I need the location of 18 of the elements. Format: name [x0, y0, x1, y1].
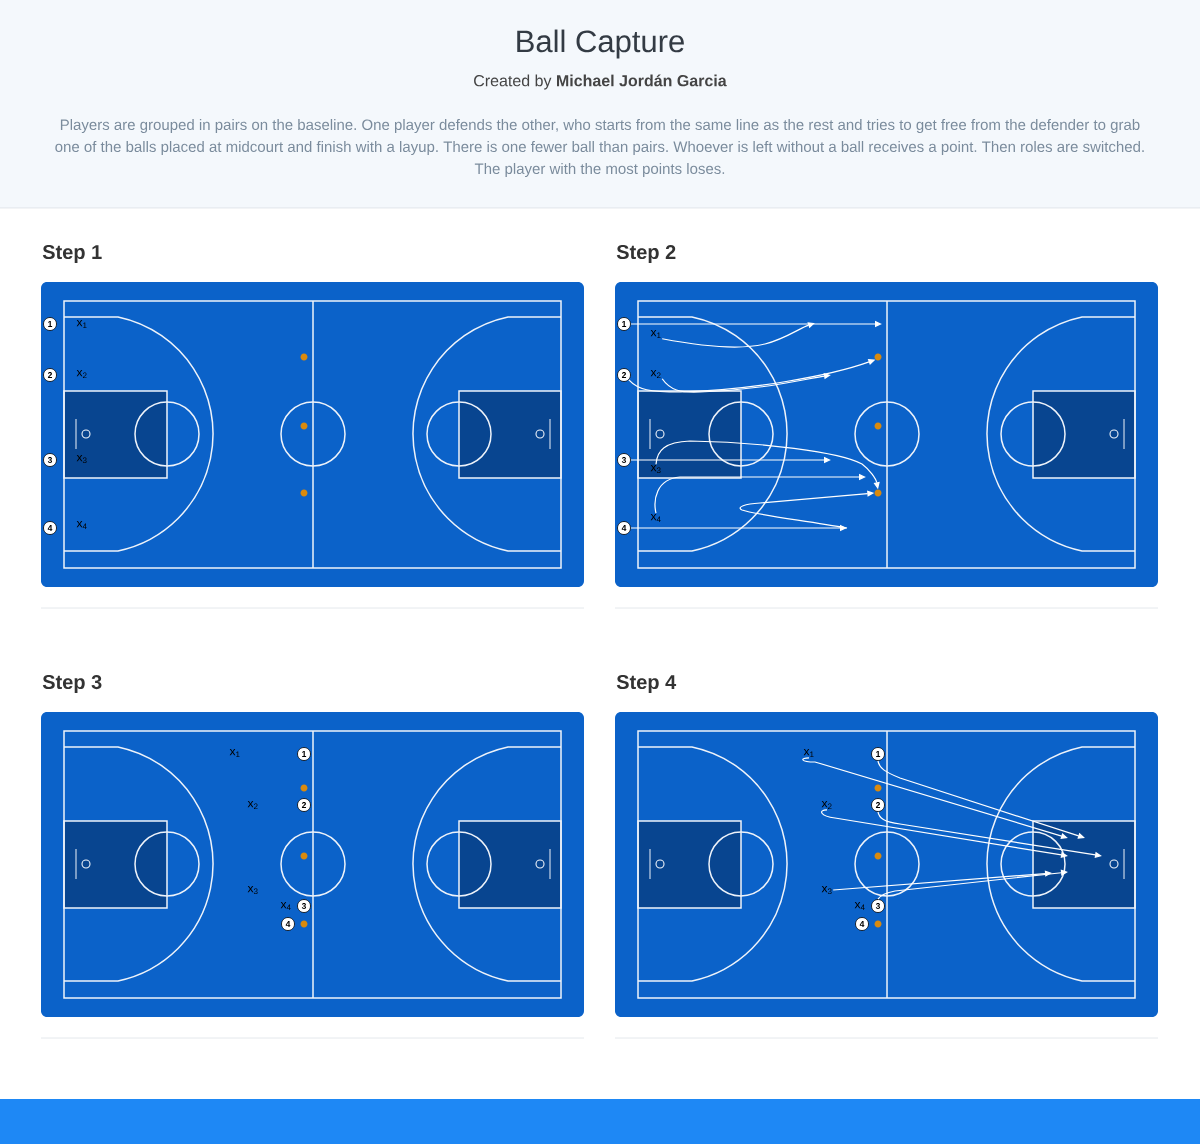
description: Players are grouped in pairs on the baseline. One player defends the other, who starts from the same line as the rest and tries to get free from the defender to grab one of the balls placed at midcourt and finish with a layup. There is one fewer ball than pairs. Whoever is left without a ball receives a point. Then roles are switched. The player with the most points loses. [55, 119, 1144, 177]
step-heading: Step 2 [616, 244, 676, 264]
step-heading: Step 3 [42, 674, 102, 694]
defender-mark: x$_{2}$ [247, 800, 258, 810]
defender-mark: x$_{2}$ [650, 369, 661, 379]
author-line: Created by Michael Jordán Garcia [474, 74, 727, 90]
defender-mark: x$_{1}$ [650, 329, 661, 339]
arrow [661, 322, 815, 348]
defender-mark: x$_{3}$ [76, 454, 87, 464]
defender-mark: x$_{3}$ [247, 885, 258, 895]
title: Ball Capture [517, 29, 684, 59]
defender-mark: x$_{1}$ [76, 319, 87, 329]
arrow [661, 373, 831, 393]
defender-mark: x$_{4}$ [76, 520, 87, 530]
defender-mark: x$_{2}$ [76, 369, 87, 379]
step-heading: Step 1 [42, 244, 102, 264]
defender-mark: x$_{4}$ [280, 901, 291, 911]
defender-mark: x$_{1}$ [229, 748, 240, 758]
